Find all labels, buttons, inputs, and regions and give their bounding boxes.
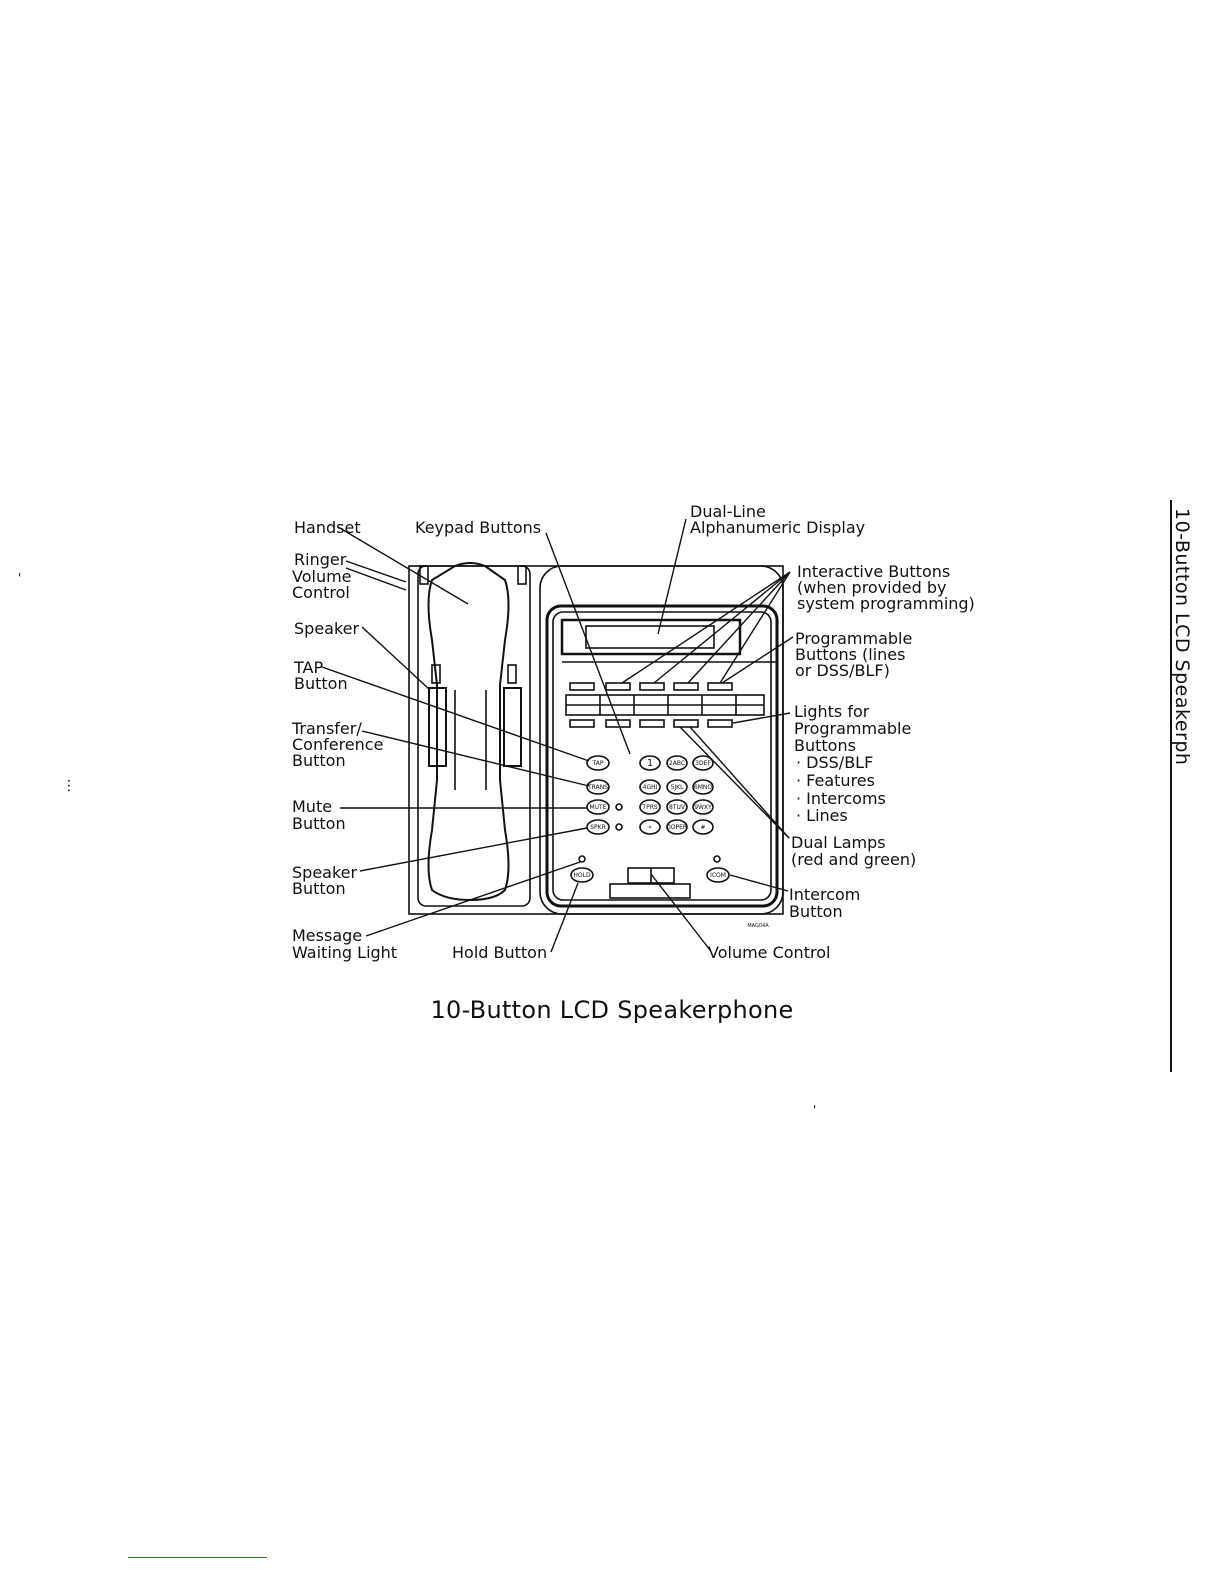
label-mute-2: Button [292,814,346,833]
label-message-1: Message [292,926,363,945]
key-hash: # [700,824,705,831]
label-interactive-2: (when provided by [797,578,947,597]
keypad-panel-inner [545,604,779,908]
tap-button [586,755,610,771]
label-intercom-2: Button [789,902,843,921]
intercom-button [706,867,730,883]
footer-link-underline[interactable] [128,1557,267,1558]
label-lights-7: · Lines [796,806,848,825]
label-interactive-3: system programming) [797,594,975,613]
label-dual-line-2: Alphanumeric Display [690,518,866,537]
label-handset: Handset [294,518,361,537]
label-tap-2: Button [294,674,348,693]
left-page-mark: ⋮ [62,778,76,794]
key-mute: MUTE [589,804,606,811]
label-programmable-2: Buttons (lines [795,645,906,664]
label-message-2: Waiting Light [292,943,398,962]
figure-caption: 10-Button LCD Speakerphone [430,996,794,1024]
running-header: 10-Button LCD Speakerphone [1163,508,1203,766]
label-lights-5: · Features [796,771,875,790]
label-speaker-button-1: Speaker [292,863,358,882]
speaker-grille-left [428,687,447,767]
label-intercom-1: Intercom [789,885,861,904]
key-1: 1 [647,758,653,769]
label-lights-4: · DSS/BLF [796,753,874,772]
key-spkr: SPKR [590,824,606,831]
message-waiting-light [578,855,586,863]
label-keypad-buttons: Keypad Buttons [415,518,542,537]
key-0: 0OPER [667,824,687,831]
transfer-button [586,779,610,795]
label-interactive-1: Interactive Buttons [797,562,951,581]
label-hold-button: Hold Button [452,943,548,962]
label-speaker-button-2: Button [292,879,346,898]
keypad-panel [539,565,784,915]
key-star: * [649,825,652,832]
key-9: 9WXY [694,804,712,811]
key-2: 2ABC [669,760,685,767]
lcd-display [560,618,742,656]
label-dual-line-1: Dual-Line [690,502,766,521]
phone-base [408,565,784,915]
label-dual-lamps-2: (red and green) [791,850,917,869]
key-6: 6MNO [694,784,712,791]
key-5: 5JKL [671,784,685,791]
label-programmable-1: Programmable [795,629,913,648]
label-lights-3: Buttons [794,736,856,755]
label-ringer-2: Volume [292,567,352,586]
label-speaker: Speaker [294,619,360,638]
key-4: 4GHI [643,784,658,791]
stray-mark-2: ' [813,1103,817,1117]
label-ringer-3: Control [292,583,350,602]
key-tap: TAP [592,760,604,767]
speaker-button [586,819,610,835]
handset-cradle [417,565,531,907]
label-programmable-3: or DSS/BLF) [795,661,890,680]
handset [427,562,510,902]
stray-mark-1: ' [18,571,22,585]
running-header-text: 10-Button LCD Speakerphone [1171,508,1193,766]
label-lights-6: · Intercoms [796,789,886,808]
label-lights-2: Programmable [794,719,912,738]
page-edge-rule [1170,500,1172,1072]
key-icom: ICOM [710,872,726,879]
label-dual-lamps-1: Dual Lamps [791,833,886,852]
key-hold: HOLD [573,872,591,879]
label-mute-1: Mute [292,797,333,816]
key-8: 8TUV [669,804,686,811]
key-trans: TRANS [587,784,608,791]
label-tap-1: TAP [294,658,324,677]
label-transfer-1: Transfer/ [292,719,362,738]
label-ringer-1: Ringer [294,550,347,569]
label-volume-control: Volume Control [708,943,831,962]
speaker-grille-right [503,687,522,767]
key-3: 3DEF [695,760,711,767]
hold-button [570,867,594,883]
label-transfer-2: Conference [292,735,384,754]
key-7: 7PRS [642,804,658,811]
mute-button [586,799,610,815]
label-lights-1: Lights for [794,702,870,721]
figure-code: MAG04A [747,923,769,929]
label-transfer-3: Button [292,751,346,770]
